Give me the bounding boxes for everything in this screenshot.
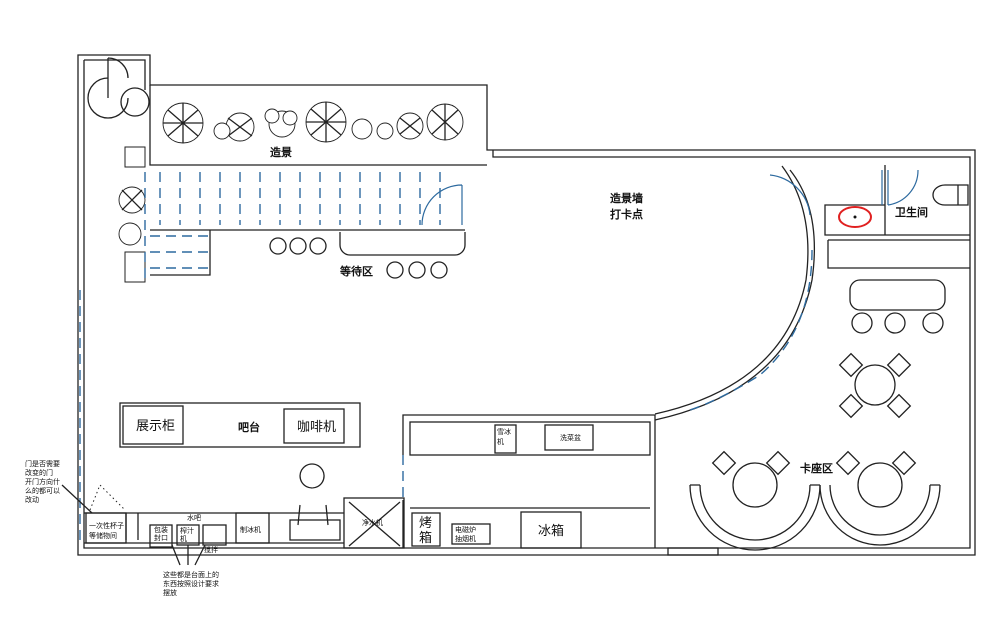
zone-label-bar: 吧台 — [238, 420, 260, 434]
note-line: 改变的门 — [25, 468, 53, 477]
note-line: 东西按照设计要求 — [163, 579, 219, 588]
label-fridge: 冰箱 — [538, 523, 564, 539]
zone-label-waiting: 等待区 — [339, 264, 373, 278]
label-ice-shaver-2: 机 — [497, 437, 504, 446]
label-hood-2: 抽烟机 — [455, 534, 476, 543]
note-line: 么的都可以 — [25, 486, 60, 495]
label-ice-shaver: 雪冰 — [497, 427, 511, 436]
walls — [77, 54, 976, 556]
photo-wall: 造景墙 打卡点 — [610, 165, 815, 421]
landscape-planters: 造景 — [118, 101, 464, 246]
note-line: 开门方向什 — [25, 477, 60, 486]
restroom: 卫生间 — [824, 165, 970, 236]
label-storage-2: 等储物间 — [89, 531, 117, 540]
label-hood: 电磁炉 — [455, 525, 476, 534]
zone-label-water-bar: 水吧 — [187, 513, 201, 522]
label-juicer: 榨汁 — [180, 526, 194, 535]
label-storage: 一次性杯子 — [89, 521, 124, 530]
label-juicer-2: 机 — [180, 534, 187, 543]
label-sink: 洗菜盆 — [560, 433, 581, 442]
label-sealer-2: 封口 — [154, 533, 168, 542]
zone-label-landscape: 造景 — [270, 145, 292, 159]
label-oven-2: 箱 — [419, 530, 432, 546]
note-line: 这些都是台面上的 — [163, 570, 219, 579]
zone-label-photo-spot: 打卡点 — [610, 207, 643, 221]
water-bar: 一次性杯子 等储物间 水吧 包装 封口 榨汁 机 搅拌 制冰机 — [84, 463, 344, 554]
zone-label-booth: 卡座区 — [800, 461, 833, 475]
waiting-area: 等待区 — [269, 232, 466, 279]
highlight-circle — [838, 206, 872, 228]
label-sealer: 包装 — [154, 525, 168, 534]
zone-label-photo-wall: 造景墙 — [610, 191, 643, 205]
zone-label-restroom: 卫生间 — [895, 205, 928, 219]
annotations: 门是否需要 改变的门 开门方向什 么的都可以 改动 这些都是台面上的 东西按照设… — [25, 459, 219, 597]
label-oven: 烤 — [419, 516, 432, 531]
booth-area: 卡座区 — [689, 239, 970, 551]
note-line: 改动 — [25, 495, 39, 504]
label-display-cabinet: 展示柜 — [136, 419, 175, 434]
bar-counter: 展示柜 吧台 咖啡机 — [119, 402, 361, 448]
label-water-purifier: 净水机 — [362, 518, 383, 527]
kitchen: 雪冰 机 洗菜盆 烤 箱 电磁炉 抽烟机 冰箱 净水机 — [343, 414, 656, 549]
note-line: 摆放 — [163, 588, 177, 597]
label-ice-maker: 制冰机 — [240, 525, 261, 534]
label-blender: 搅拌 — [204, 545, 218, 554]
stair-lines — [79, 172, 465, 540]
note-line: 门是否需要 — [25, 459, 60, 468]
label-coffee-machine: 咖啡机 — [297, 420, 336, 435]
